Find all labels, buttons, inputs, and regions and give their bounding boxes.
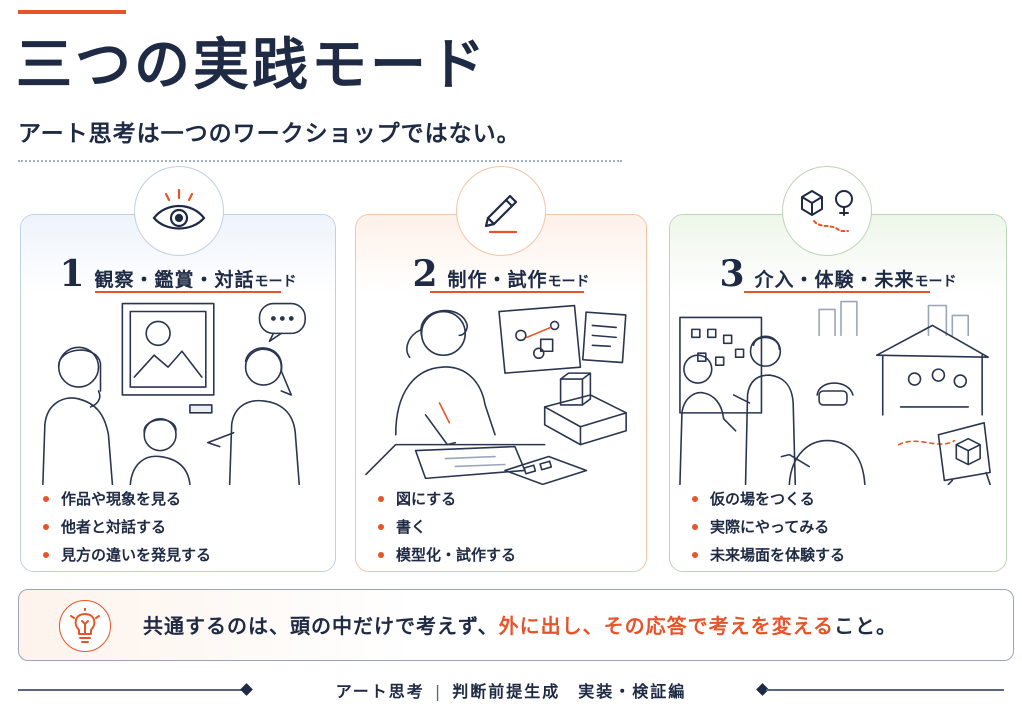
- list-item: 実際にやってみる: [692, 513, 845, 541]
- footer-rule-right: [766, 689, 1004, 691]
- mode-badge: [134, 166, 224, 256]
- lightbulb-icon: [70, 608, 100, 643]
- mode-suffix: モード: [914, 274, 957, 290]
- eye-icon: [152, 188, 206, 230]
- mode-suffix: モード: [547, 274, 590, 290]
- top-accent-bar: [18, 10, 126, 14]
- mode-heading: 3 介入・体験・未来 モード: [670, 253, 1006, 295]
- making-illustration: [365, 304, 627, 485]
- page-title: 三つの実践モード: [16, 32, 488, 98]
- dotted-divider: [18, 160, 622, 162]
- mode-heading: 1 観察・鑑賞・対話 モード: [21, 253, 335, 295]
- mode-bullet-list: 図にする 書く 模型化・試作する: [378, 485, 516, 569]
- intervention-illustration: [679, 300, 991, 485]
- mode-heading: 2 制作・試作 モード: [356, 253, 646, 295]
- footer-text: アート思考|判断前提生成 実装・検証編: [335, 682, 687, 701]
- heading-underline: [430, 291, 584, 293]
- mode-name: 観察・鑑賞・対話: [94, 269, 255, 291]
- mode-card-making: 2 制作・試作 モード 図にする 書く 模型化・試: [355, 214, 647, 572]
- list-item: 未来場面を体験する: [692, 541, 845, 569]
- page-subtitle: アート思考は一つのワークショップではない。: [18, 121, 521, 147]
- mode-card-observation: 1 観察・鑑賞・対話 モード 作品や現象を見る 他者と対話する 見方の違いを発見…: [20, 214, 336, 572]
- list-item: 模型化・試作する: [378, 541, 516, 569]
- list-item: 見方の違いを発見する: [43, 541, 211, 569]
- cube-tree-icon: [801, 190, 853, 232]
- list-item: 書く: [378, 513, 516, 541]
- list-item: 他者と対話する: [43, 513, 211, 541]
- heading-underline: [744, 291, 930, 293]
- mode-suffix: モード: [254, 274, 297, 290]
- observation-illustration: [42, 302, 306, 485]
- summary-text: 共通するのは、頭の中だけで考えず、外に出し、その応答で考えを変えること。: [143, 614, 898, 638]
- mode-name: 制作・試作: [447, 269, 548, 291]
- mode-badge: [782, 166, 872, 256]
- footer: アート思考|判断前提生成 実装・検証編: [0, 676, 1022, 704]
- list-item: 図にする: [378, 485, 516, 513]
- heading-underline: [95, 291, 281, 293]
- mode-bullet-list: 作品や現象を見る 他者と対話する 見方の違いを発見する: [43, 485, 211, 569]
- mode-badge: [456, 166, 546, 256]
- mode-number: 2: [412, 253, 438, 295]
- mode-name: 介入・体験・未来: [754, 269, 915, 291]
- summary-banner: 共通するのは、頭の中だけで考えず、外に出し、その応答で考えを変えること。: [18, 589, 1014, 661]
- pencil-icon: [484, 194, 518, 234]
- mode-number: 3: [719, 253, 745, 295]
- mode-number: 1: [59, 253, 85, 295]
- footer-rule-left: [18, 689, 246, 691]
- list-item: 仮の場をつくる: [692, 485, 845, 513]
- mode-bullet-list: 仮の場をつくる 実際にやってみる 未来場面を体験する: [692, 485, 845, 569]
- list-item: 作品や現象を見る: [43, 485, 211, 513]
- summary-highlight: 外に出し、その応答で考えを変える: [498, 614, 835, 638]
- mode-card-intervention: 3 介入・体験・未来 モード 仮の場をつくる 実: [669, 214, 1007, 572]
- bulb-badge: [59, 600, 111, 652]
